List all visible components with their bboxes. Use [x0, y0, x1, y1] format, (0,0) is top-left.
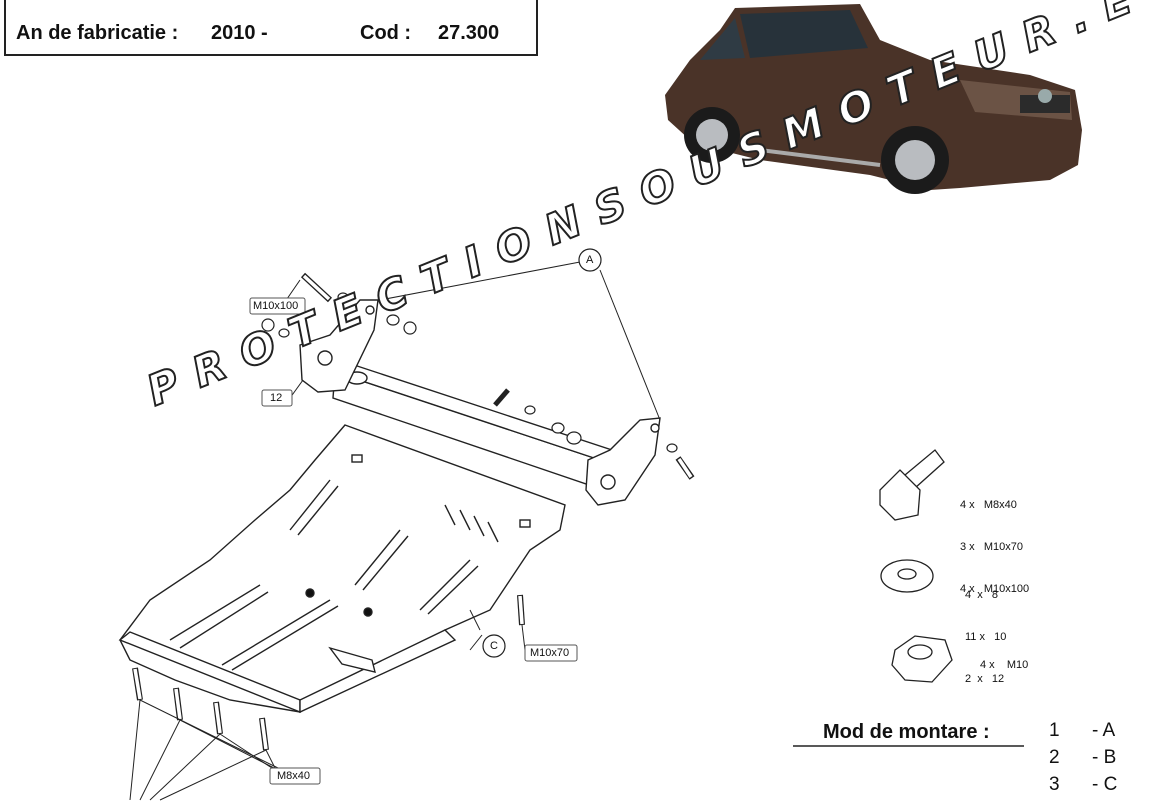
header-box	[4, 0, 538, 56]
callout-c: C	[490, 640, 498, 652]
leader-lines	[129, 261, 661, 801]
vehicle-image	[665, 4, 1082, 194]
label-bolt-m10x70: M10x70	[530, 647, 570, 659]
mounting-value-3: - C	[1092, 774, 1118, 795]
bracket-left	[299, 299, 379, 393]
washer-row: 11 x 10	[965, 631, 1007, 643]
washer-row: 4 x 8	[965, 589, 999, 601]
fastener-group	[132, 272, 695, 751]
hex-nut-icon	[891, 635, 953, 683]
label-bracket-12: 12	[270, 392, 283, 404]
bolt-row: 4 x M10x100	[960, 583, 1030, 595]
year-value: 2010 -	[211, 22, 268, 44]
mounting-num-2: 2	[1049, 747, 1060, 768]
callout-a: A	[586, 254, 594, 266]
mounting-num-3: 3	[1049, 774, 1060, 795]
mounting-num-1: 1	[1049, 720, 1060, 741]
bolt-row: 4 x M8x40	[960, 499, 1017, 511]
hex-bolt-icon	[879, 449, 945, 521]
mounting-value-1: - A	[1092, 720, 1116, 741]
label-boxes	[249, 297, 578, 785]
code-label: Cod :	[360, 22, 412, 44]
washer-icon	[880, 559, 934, 593]
bolt-list: 4 x M8x40 3 x M10x70 4 x M10x100	[960, 470, 1029, 610]
year-label: An de fabricatie :	[16, 22, 179, 44]
mounting-title: Mod de montare :	[823, 721, 990, 743]
nut-count: 4 x M10	[980, 659, 1029, 671]
bolt-row: 3 x M10x70	[960, 541, 1023, 553]
bracket-right	[585, 417, 661, 506]
label-bolt-m8x40: M8x40	[277, 770, 311, 782]
washer-row: 2 x 12	[965, 673, 1005, 685]
callout-circles	[482, 248, 602, 658]
code-value: 27.300	[438, 22, 500, 44]
label-bolt-m10x100: M10x100	[253, 300, 299, 312]
washer-list: 4 x 8 11 x 10 2 x 12	[965, 560, 1006, 700]
skid-plate	[118, 424, 566, 714]
mounting-value-2: - B	[1092, 747, 1117, 768]
